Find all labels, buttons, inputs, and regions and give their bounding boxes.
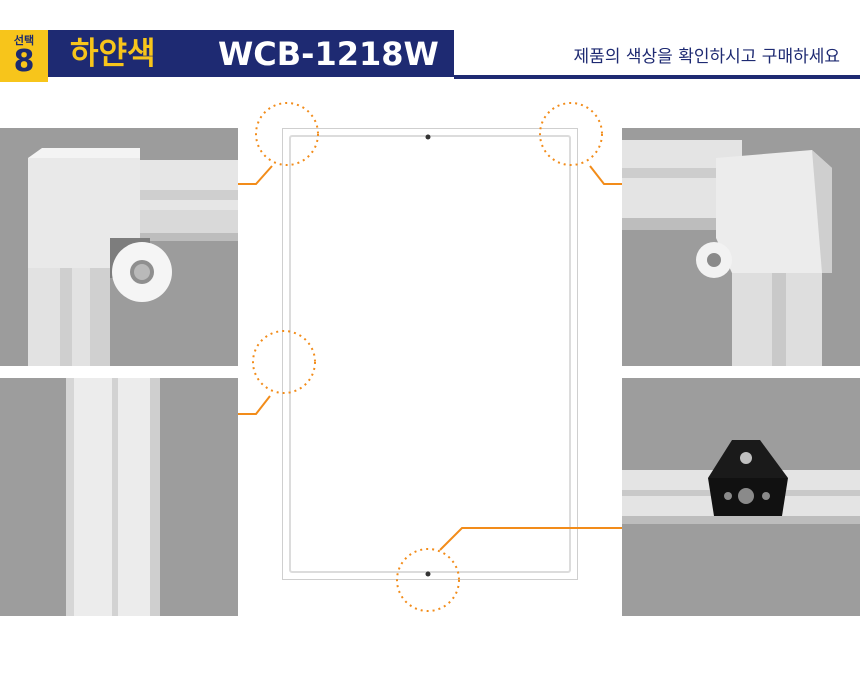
bottom-mount-detail — [622, 378, 860, 616]
color-notice: 제품의 색상을 확인하시고 구매하세요 — [573, 47, 840, 67]
callout-line-top-left — [238, 165, 273, 185]
selection-label: 선택 — [13, 34, 35, 47]
board-top-screw — [425, 134, 431, 140]
model-number: WCB-1218W — [218, 35, 439, 73]
callout-circle-top-left — [255, 102, 319, 166]
top-left-corner-detail — [0, 128, 238, 366]
title-bar: 하얀색 WCB-1218W — [48, 30, 454, 77]
side-frame-detail — [0, 378, 238, 616]
header-underline — [454, 75, 860, 79]
color-name: 하얀색 — [70, 36, 156, 72]
callout-circle-bottom — [396, 548, 460, 612]
top-right-corner-detail — [622, 128, 860, 366]
selection-number: 8 — [13, 44, 35, 79]
callout-circle-side — [252, 330, 316, 394]
callout-line-bottom — [439, 527, 622, 551]
whiteboard-front-view — [282, 128, 578, 580]
selection-badge: 선택 8 — [0, 30, 48, 82]
callout-line-side — [238, 395, 271, 415]
board-bottom-screw — [425, 571, 431, 577]
callout-circle-top-right — [539, 102, 603, 166]
callout-line-top-right — [589, 165, 622, 185]
